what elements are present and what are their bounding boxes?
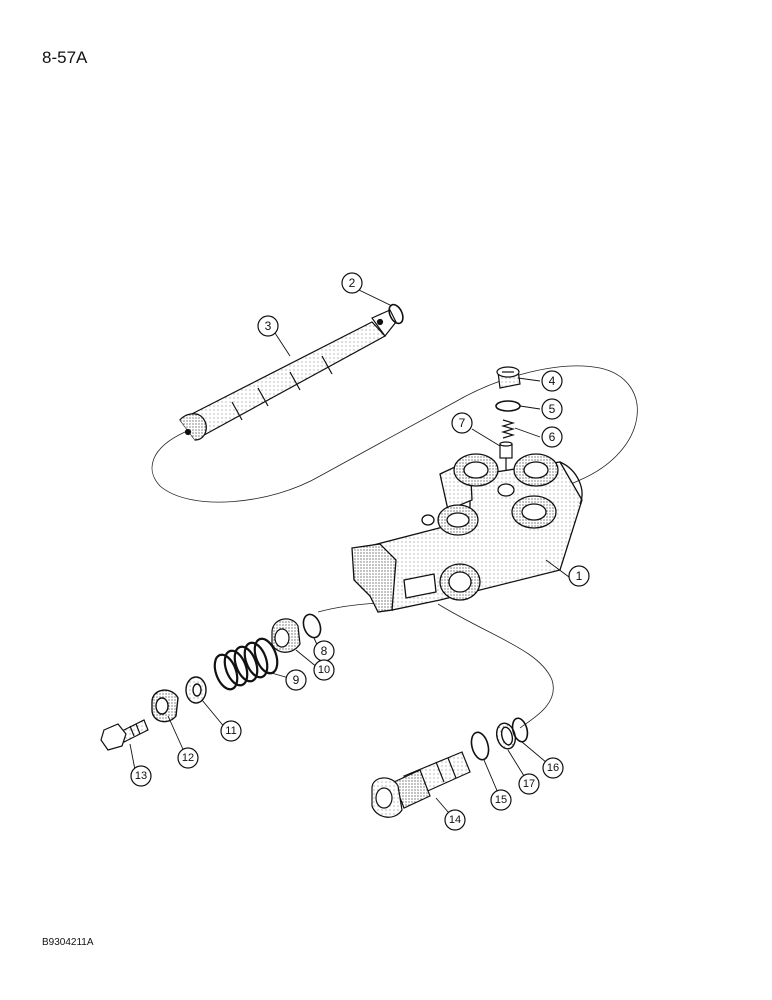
poppet-part-7 xyxy=(499,441,513,470)
callout-circle-14 xyxy=(444,809,466,831)
callout-circle-13 xyxy=(130,765,152,787)
o-ring-part-16 xyxy=(511,717,529,743)
spring-part-9 xyxy=(213,637,279,691)
callout-markers xyxy=(130,272,590,831)
callout-label-1: 1 xyxy=(576,569,583,583)
o-ring-part-5 xyxy=(495,400,521,412)
valve-body-part-1 xyxy=(351,453,583,613)
callout-label-3: 3 xyxy=(265,319,272,333)
callout-circle-11 xyxy=(220,720,242,742)
plug-part-4 xyxy=(496,366,521,389)
callout-labels: 1 2 3 4 5 6 7 8 9 10 11 12 13 14 15 16 1… xyxy=(135,276,583,826)
spring-part-6 xyxy=(500,419,516,439)
callout-label-11: 11 xyxy=(225,725,236,737)
callout-circle-15 xyxy=(490,789,512,811)
callout-label-16: 16 xyxy=(547,762,559,774)
bolt-part-13 xyxy=(100,719,149,751)
callout-circle-12 xyxy=(177,747,199,769)
callout-label-7: 7 xyxy=(459,416,466,430)
spring-seat-part-10 xyxy=(271,618,301,653)
o-ring-part-8 xyxy=(302,613,322,639)
callout-label-15: 15 xyxy=(495,794,507,806)
callout-circle-3 xyxy=(257,315,279,337)
callout-circle-10 xyxy=(313,659,335,681)
spool-part-3 xyxy=(179,309,397,441)
callout-circle-5 xyxy=(541,398,563,420)
page-number: 8-57A xyxy=(42,48,88,67)
callout-label-10: 10 xyxy=(318,664,330,676)
backup-ring-part-17 xyxy=(495,722,517,750)
cartridge-part-14 xyxy=(371,751,471,818)
callout-circle-7 xyxy=(451,412,473,434)
callout-label-9: 9 xyxy=(293,673,300,687)
callout-circle-17 xyxy=(518,773,540,795)
figure-code: B9304211A xyxy=(42,937,94,948)
callout-label-5: 5 xyxy=(549,402,556,416)
o-ring-part-2 xyxy=(388,303,404,325)
callout-label-2: 2 xyxy=(349,276,356,290)
callout-label-8: 8 xyxy=(321,644,328,658)
cap-part-12 xyxy=(151,689,179,723)
callout-label-14: 14 xyxy=(449,814,461,826)
callout-circle-6 xyxy=(541,426,563,448)
callout-circle-4 xyxy=(541,370,563,392)
callout-circle-16 xyxy=(542,757,564,779)
callout-circle-2 xyxy=(341,272,363,294)
callout-label-6: 6 xyxy=(549,430,556,444)
washer-part-11 xyxy=(185,676,207,704)
o-ring-part-15 xyxy=(470,731,490,761)
callout-label-17: 17 xyxy=(523,778,535,790)
callout-label-4: 4 xyxy=(549,374,556,388)
callout-circle-9 xyxy=(285,669,307,691)
callout-label-12: 12 xyxy=(182,752,194,764)
callout-label-13: 13 xyxy=(135,770,147,782)
callout-circle-1 xyxy=(568,565,590,587)
